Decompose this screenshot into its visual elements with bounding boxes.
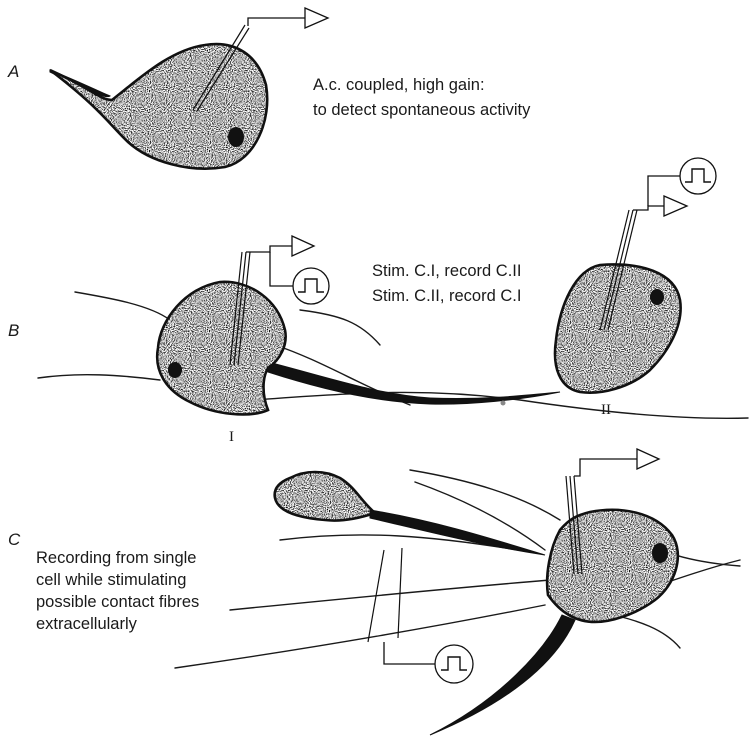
panel-c-amplifier-icon (637, 449, 659, 469)
panel-a-nucleus (228, 127, 244, 147)
panel-b-right-stimulator-icon (680, 158, 716, 194)
panel-a-caption-line1: A.c. coupled, high gain: (313, 76, 485, 94)
panel-c-caption-line3: possible contact fibres (36, 593, 199, 611)
panel-b-caption-line1: Stim. C.I, record C.II (372, 262, 521, 280)
panel-c-main-cell-nucleus (652, 543, 668, 563)
panel-b-fibre (38, 375, 160, 380)
panel-c-stim-electrodes (368, 548, 473, 683)
panel-a-caption-line2: to detect spontaneous activity (313, 101, 531, 119)
panel-c-fibre (230, 580, 550, 610)
panel-a: A A.c. coupled, high gain: to detect spo… (7, 8, 531, 169)
panel-c-caption-line4: extracellularly (36, 615, 138, 633)
panel-b: B (8, 158, 748, 445)
panel-b-dot (501, 401, 506, 406)
panel-b-letter: B (8, 321, 19, 340)
panel-c-stimulator-icon (435, 645, 473, 683)
panel-c-caption-line1: Recording from single (36, 549, 197, 567)
panel-b-fibre (75, 292, 170, 320)
panel-a-amplifier-icon (305, 8, 328, 28)
panel-b-cell-ii-nucleus (650, 289, 664, 305)
panel-b-right-amplifier-icon (664, 196, 687, 216)
panel-a-letter: A (7, 62, 19, 81)
panel-c-main-cell (547, 510, 678, 622)
panel-b-cell-ii (555, 264, 681, 392)
panel-b-axon (268, 362, 560, 404)
panel-c-small-cell (275, 472, 375, 521)
panel-b-left-amplifier-icon (292, 236, 314, 256)
panel-b-cell-ii-label: II (601, 402, 611, 418)
panel-b-caption-line2: Stim. C.II, record C.I (372, 287, 521, 305)
panel-c-caption-line2: cell while stimulating (36, 571, 186, 589)
panel-c-fibre (175, 605, 545, 668)
panel-c: C Recordin (8, 449, 740, 735)
panel-b-left-stimulator-icon (293, 268, 329, 304)
panel-b-cell-i-nucleus (168, 362, 182, 378)
panel-c-letter: C (8, 530, 21, 549)
panel-b-fibre (255, 392, 748, 418)
panel-b-cell-i (157, 282, 285, 415)
panel-b-fibre (300, 310, 380, 345)
panel-a-cell (50, 44, 267, 169)
panel-b-cell-i-label: I (229, 429, 234, 445)
